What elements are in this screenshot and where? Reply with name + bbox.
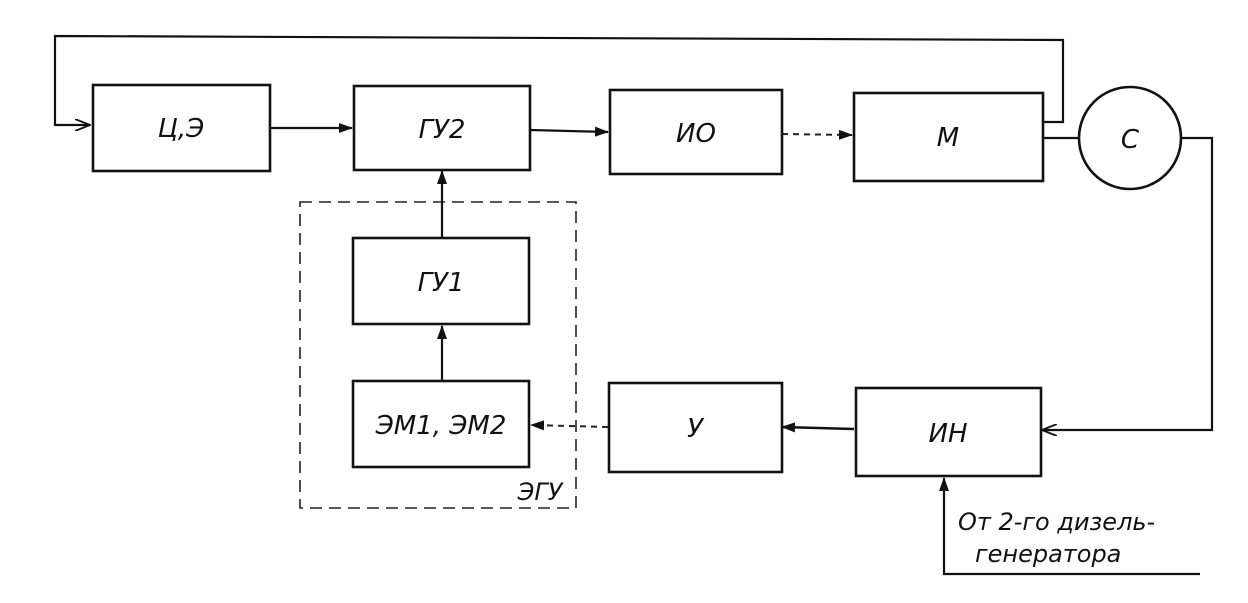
block-ce: Ц,Э <box>91 83 272 173</box>
block-gu2: ГУ2 <box>352 84 532 172</box>
block-in-label: ИН <box>929 419 968 449</box>
egu-group-label: ЭГУ <box>517 478 564 506</box>
block-c: С <box>1077 85 1183 191</box>
block-gu1: ГУ1 <box>351 236 531 326</box>
link-in-u <box>781 422 855 433</box>
block-io-label: ИО <box>676 119 716 149</box>
input-line <box>939 477 1200 576</box>
block-em: ЭМ1, ЭМ2 <box>351 379 531 469</box>
block-ce-label: Ц,Э <box>158 114 205 144</box>
block-u-label: У <box>687 414 705 444</box>
block-u: У <box>607 381 784 474</box>
egu-group-frame <box>299 201 577 509</box>
link-u-em <box>530 420 609 431</box>
input-note-line2: генератора <box>975 540 1121 568</box>
block-in: ИН <box>854 386 1043 478</box>
link-io-m <box>781 129 853 140</box>
block-c-label: С <box>1121 125 1140 155</box>
link-c-in <box>1042 136 1214 430</box>
block-em-label: ЭМ1, ЭМ2 <box>375 411 507 441</box>
link-gu2-io <box>529 126 609 137</box>
block-io: ИО <box>608 88 784 176</box>
block-m-label: М <box>937 123 959 153</box>
block-gu1-label: ГУ1 <box>418 268 465 298</box>
block-m: М <box>852 91 1045 183</box>
feedback-line <box>53 34 1065 125</box>
block-gu2-label: ГУ2 <box>419 115 466 145</box>
input-note-line1: От 2-го дизель- <box>958 508 1155 536</box>
